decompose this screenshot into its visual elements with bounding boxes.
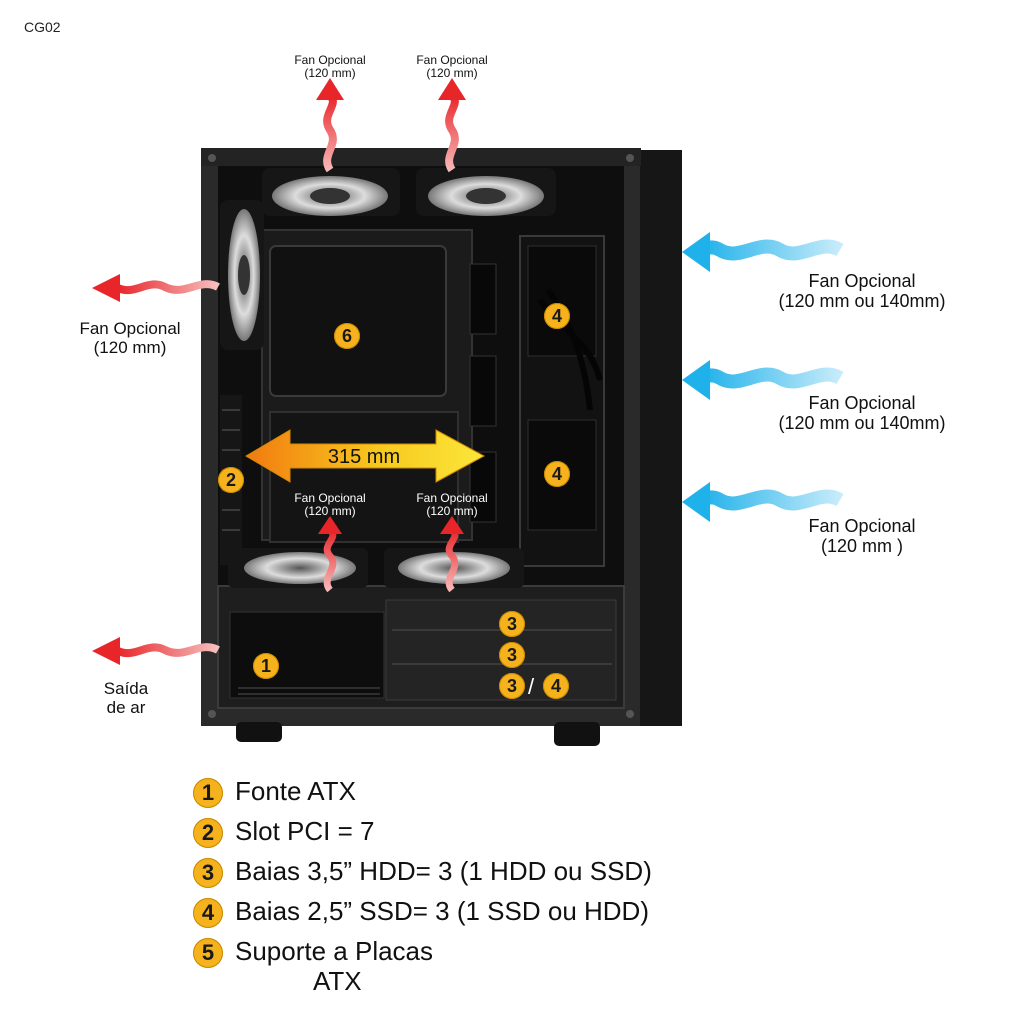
bottom-fan-label-1: Fan Opcional(120 mm) [294,491,366,518]
legend-item-2: 2 Slot PCI = 7 [193,816,652,848]
badge-4-bottom: 4 [543,673,569,699]
top-fan-label-2: Fan Opcional(120 mm) [416,53,488,80]
legend-text-5-main: Suporte a Placas [235,936,434,966]
model-code: CG02 [24,19,61,35]
badge-slash: / [528,674,535,699]
rear-exhaust-arrow [92,274,220,302]
front-fan-label-2: Fan Opcional(120 mm ou 140mm) [778,393,946,433]
case-body [201,148,682,746]
legend-badge-2: 2 [193,818,223,848]
front-fan-label-1: Fan Opcional(120 mm ou 140mm) [778,271,946,311]
top-fan-label-1: Fan Opcional(120 mm) [294,53,366,80]
badge-6: 6 [334,323,360,349]
bottom-intake-arrow-1 [318,516,342,593]
top-exhaust-arrow-1 [316,78,344,173]
bottom-fan-label-2: Fan Opcional(120 mm) [416,491,488,518]
bottom-intake-arrow-2 [440,516,464,593]
front-fan-label-3: Fan Opcional(120 mm ) [808,516,916,556]
legend-item-3: 3 Baias 3,5” HDD= 3 (1 HDD ou SSD) [193,856,652,888]
badge-4-lower: 4 [544,461,570,487]
legend-text-3: Baias 3,5” HDD= 3 (1 HDD ou SSD) [235,856,652,886]
front-intake-arrow-1 [682,232,844,272]
front-intake-arrow-2 [682,360,844,400]
legend-badge-5: 5 [193,938,223,968]
badge-3-bottom: 3 [499,673,525,699]
legend-text-1: Fonte ATX [235,776,356,806]
gpu-length-label: 315 mm [328,446,400,468]
legend-item-4: 4 Baias 2,5” SSD= 3 (1 SSD ou HDD) [193,896,652,928]
top-exhaust-arrow-2 [438,78,466,173]
case-illustration: 315 mm [92,78,844,746]
front-intake-arrow-3 [682,482,844,522]
legend-item-1: 1 Fonte ATX [193,776,652,808]
badge-4-upper: 4 [544,303,570,329]
top-fan-2 [416,168,556,216]
legend-text-2: Slot PCI = 7 [235,816,375,846]
badge-2: 2 [218,467,244,493]
legend-item-5: 5 Suporte a Placas ATX [193,936,652,996]
legend-badge-3: 3 [193,858,223,888]
bottom-fan-1 [228,548,368,588]
legend: 1 Fonte ATX 2 Slot PCI = 7 3 Baias 3,5” … [193,776,652,1004]
badge-3-top: 3 [499,611,525,637]
legend-badge-4: 4 [193,898,223,928]
badge-1: 1 [253,653,279,679]
top-fan-1 [262,168,400,216]
psu-exhaust-arrow [92,637,220,665]
legend-text-4: Baias 2,5” SSD= 3 (1 SSD ou HDD) [235,896,649,926]
gpu-length-arrow: 315 mm [245,429,486,483]
rear-fan [220,200,264,350]
legend-badge-1: 1 [193,778,223,808]
badge-3-mid: 3 [499,642,525,668]
rear-fan-label: Fan Opcional(120 mm) [79,319,181,357]
legend-text-5: Suporte a Placas ATX [235,936,433,996]
legend-text-5-sub: ATX [313,966,362,996]
